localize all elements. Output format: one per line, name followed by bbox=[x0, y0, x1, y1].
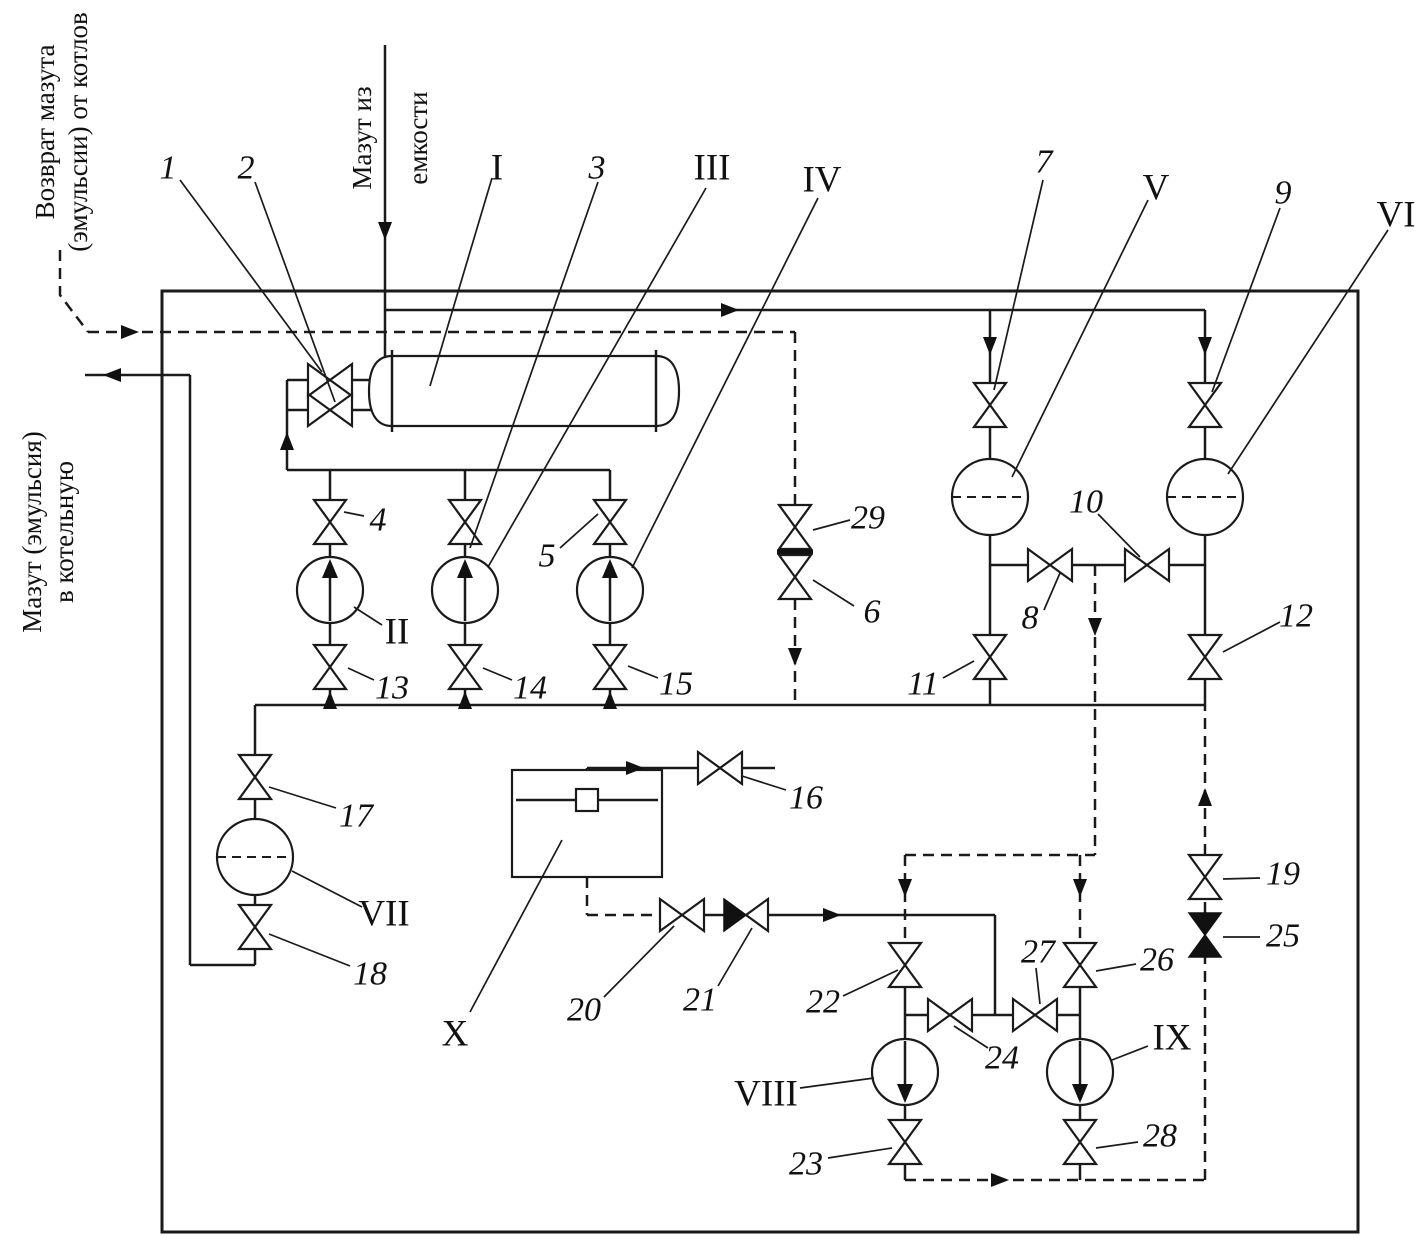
flow-arrow-branch1-up bbox=[323, 691, 337, 709]
label-item-26: 26 bbox=[1140, 942, 1174, 979]
label-item-13: 13 bbox=[375, 670, 409, 707]
label-item-2: 2 bbox=[238, 150, 255, 187]
flow-arrow-drop8-down bbox=[898, 879, 912, 897]
label-item-4: 4 bbox=[370, 502, 387, 539]
item-number-labels: 1 2 3 4 5 6 7 8 9 10 11 12 13 14 15 16 1… bbox=[160, 144, 1314, 1183]
label-leader-lines bbox=[179, 177, 1389, 1159]
label-item-6: 6 bbox=[864, 594, 881, 631]
label-equipment-IV: IV bbox=[802, 160, 841, 201]
label-item-15: 15 bbox=[659, 666, 693, 703]
flow-arrow-makeup-right bbox=[823, 908, 841, 922]
flow-arrow-v-down bbox=[983, 337, 997, 355]
external-line-labels: Возврат мазута (эмульсии) от котлов Мазу… bbox=[17, 12, 433, 633]
label-item-24: 24 bbox=[985, 1040, 1019, 1077]
label-item-19: 19 bbox=[1266, 856, 1300, 893]
flow-arrow-mid-down bbox=[1088, 618, 1102, 636]
tank-X bbox=[510, 768, 664, 879]
plant-boundary bbox=[160, 289, 1360, 1234]
label-item-23: 23 bbox=[789, 1146, 823, 1183]
label-item-5: 5 bbox=[539, 538, 556, 575]
label-equipment-V: V bbox=[1143, 168, 1170, 209]
vessel-VII bbox=[215, 817, 295, 897]
flow-arrow-outlet-left bbox=[103, 368, 121, 382]
flow-arrow-bypass-down bbox=[788, 648, 802, 666]
label-item-18: 18 bbox=[353, 956, 387, 993]
flow-arrow-vi-down bbox=[1198, 337, 1212, 355]
label-item-1: 1 bbox=[160, 150, 177, 187]
label-equipment-IX: IX bbox=[1152, 1018, 1191, 1059]
float-switch bbox=[574, 787, 600, 813]
pump-VIII bbox=[870, 1037, 940, 1107]
label-inlet-line-1: Мазут из bbox=[347, 86, 377, 189]
label-equipment-VII: VII bbox=[358, 894, 409, 935]
label-equipment-II: II bbox=[385, 612, 410, 653]
label-item-9: 9 bbox=[1275, 175, 1292, 212]
label-item-10: 10 bbox=[1069, 484, 1103, 521]
label-item-22: 22 bbox=[806, 984, 840, 1021]
label-equipment-VI: VI bbox=[1376, 195, 1415, 236]
label-item-8: 8 bbox=[1022, 600, 1039, 637]
flow-arrow-inlet-down bbox=[378, 222, 392, 240]
label-inlet-line-2: емкости bbox=[403, 91, 433, 184]
pump-IX bbox=[1045, 1037, 1115, 1107]
label-outlet-line-1: Мазут (эмульсия) bbox=[17, 431, 47, 633]
label-item-11: 11 bbox=[907, 666, 938, 703]
label-item-21: 21 bbox=[683, 982, 717, 1019]
vessel-V bbox=[950, 457, 1030, 537]
flow-arrow-drop9-down bbox=[1073, 879, 1087, 897]
flow-arrow-riser-up bbox=[1198, 788, 1212, 806]
flow-arrow-bottom-right bbox=[991, 1173, 1009, 1187]
label-return-line-2: (эмульсии) от котлов bbox=[63, 12, 93, 252]
label-item-12: 12 bbox=[1279, 598, 1313, 635]
label-item-27: 27 bbox=[1021, 934, 1057, 971]
label-equipment-VIII: VIII bbox=[734, 1074, 798, 1115]
flow-arrow-float-right bbox=[626, 761, 644, 775]
flow-arrows bbox=[103, 222, 1212, 1187]
label-item-20: 20 bbox=[567, 992, 601, 1029]
label-equipment-X: X bbox=[442, 1014, 469, 1055]
label-outlet-line-2: в котельную bbox=[49, 461, 79, 603]
label-item-14: 14 bbox=[513, 670, 547, 707]
label-item-16: 16 bbox=[789, 780, 823, 817]
heat-exchanger-I bbox=[367, 350, 681, 432]
label-return-line-1: Возврат мазута bbox=[30, 45, 60, 220]
equipment-labels: I II III IV V VI VII VIII IX X bbox=[358, 148, 1415, 1115]
flow-arrow-feed-up bbox=[280, 432, 294, 450]
pump-II bbox=[295, 555, 365, 625]
label-item-17: 17 bbox=[339, 798, 375, 835]
label-item-7: 7 bbox=[1036, 144, 1055, 181]
flow-arrow-main-right bbox=[721, 303, 739, 317]
flow-arrow-branch3-up bbox=[603, 691, 617, 709]
flow-arrow-branch2-up bbox=[458, 691, 472, 709]
label-item-28: 28 bbox=[1143, 1118, 1177, 1155]
flow-arrow-return-in bbox=[121, 325, 139, 339]
label-equipment-III: III bbox=[694, 148, 731, 189]
piping-solid bbox=[85, 45, 1207, 1180]
label-item-25: 25 bbox=[1266, 918, 1300, 955]
label-item-29: 29 bbox=[851, 500, 885, 537]
vessel-VI bbox=[1165, 457, 1245, 537]
label-equipment-I: I bbox=[491, 148, 503, 189]
label-item-3: 3 bbox=[588, 150, 606, 187]
